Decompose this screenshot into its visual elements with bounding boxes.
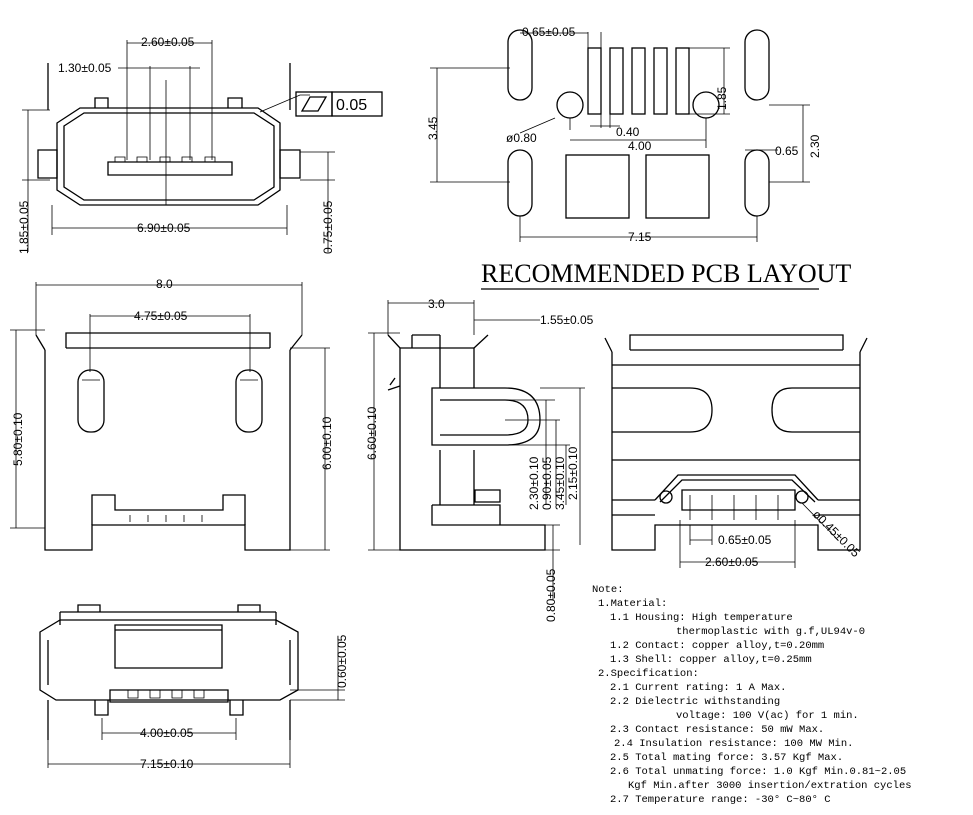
dim-pad-width: 0.65±0.05 (522, 25, 576, 39)
note-line: thermoplastic with g.f,UL94v-0 (676, 626, 865, 638)
dim-back-span: 2.60±0.05 (705, 555, 759, 569)
dim-side-d3: 3.45±0.10 (553, 456, 567, 510)
note-line: Note: (592, 584, 624, 596)
dim-flatness: 0.05 (336, 97, 367, 114)
dim-left-height: 1.85±0.05 (17, 200, 31, 254)
note-line: 1.3 Shell: copper alloy,t=0.25mm (610, 654, 812, 666)
dim-width: 6.90±0.05 (137, 221, 191, 235)
dim-pcb-height: 3.45 (426, 116, 440, 140)
dim-pad-span: 4.00 (628, 139, 652, 153)
dim-side-d1: 2.30±0.10 (527, 456, 541, 510)
dim-pcb-overall: 7.15 (628, 230, 652, 244)
dim-side-d2: 0.90±0.05 (540, 456, 554, 510)
side-view: 3.0 1.55±0.05 6.60±0.10 2.30±0.10 0.90±0… (365, 297, 594, 622)
front-view: 8.0 4.75±0.05 5.80±0.10 6.00±0.10 (10, 277, 334, 551)
dim-side-height: 6.60±0.10 (365, 406, 379, 460)
pcb-layout-view: 0.65±0.05 1.85 3.45 ø0.80 0.40 4.00 0.65… (426, 25, 822, 244)
note-line: 2.5 Total mating force: 3.57 Kgf Max. (610, 752, 843, 764)
dim-bottom-width: 7.15±0.10 (140, 757, 194, 771)
note-line: Kgf Min.after 3000 insertion/extration c… (628, 780, 912, 792)
dim-bottom-height: 0.60±0.05 (335, 634, 349, 688)
note-line: 1.Material: (598, 598, 667, 610)
dim-side-d5: 0.80±0.05 (544, 568, 558, 622)
note-line: 2.1 Current rating: 1 A Max. (610, 682, 786, 694)
dim-peg-spacing: 4.75±0.05 (134, 309, 188, 323)
note-line: 1.2 Contact: copper alloy,t=0.20mm (610, 640, 824, 652)
dim-bottom-span: 4.00±0.05 (140, 726, 194, 740)
dim-side-depth: 3.0 (428, 297, 445, 311)
dim-slot-height: 2.30 (808, 134, 822, 158)
notes-block: Note: 1.Material: 1.1 Housing: High temp… (592, 584, 912, 806)
note-line: 2.4 Insulation resistance: 100 MW Min. (614, 738, 853, 750)
dim-front-right-height: 6.00±0.10 (320, 416, 334, 470)
note-line: voltage: 100 V(ac) for 1 min. (676, 710, 859, 722)
note-line: 2.2 Dielectric withstanding (610, 696, 780, 708)
dim-pitch-total: 2.60±0.05 (141, 35, 195, 49)
back-view: 0.65±0.05 2.60±0.05 ø0.45±0.05 (604, 334, 868, 569)
note-line: 2.3 Contact resistance: 50 mW Max. (610, 724, 824, 736)
bottom-view: 0.60±0.05 4.00±0.05 7.15±0.10 (39, 604, 349, 771)
pcb-layout-title: RECOMMENDED PCB LAYOUT (481, 259, 851, 288)
dim-front-width: 8.0 (156, 277, 173, 291)
dim-side-offset: 1.55±0.05 (540, 313, 594, 327)
dim-front-left-height: 5.80±0.10 (11, 412, 25, 466)
dim-side-d4: 2.15±0.10 (566, 446, 580, 500)
note-line: 1.1 Housing: High temperature (610, 612, 793, 624)
dim-right-height: 0.75±0.05 (321, 200, 335, 254)
dim-pad-pitch: 0.40 (616, 125, 640, 139)
dim-slot-width: 0.65 (775, 144, 799, 158)
top-view: 2.60±0.05 1.30±0.05 0.05 6.90±0.05 1.85±… (17, 35, 383, 254)
note-line: 2.6 Total unmating force: 1.0 Kgf Min.0.… (610, 766, 906, 778)
dim-pad-length: 1.85 (715, 86, 729, 110)
dim-hole-dia: ø0.80 (506, 131, 537, 145)
note-line: 2.Specification: (598, 668, 699, 680)
dim-back-pitch: 0.65±0.05 (718, 533, 772, 547)
note-line: 2.7 Temperature range: -30° C~80° C (610, 794, 831, 806)
dim-pitch: 1.30±0.05 (58, 61, 112, 75)
